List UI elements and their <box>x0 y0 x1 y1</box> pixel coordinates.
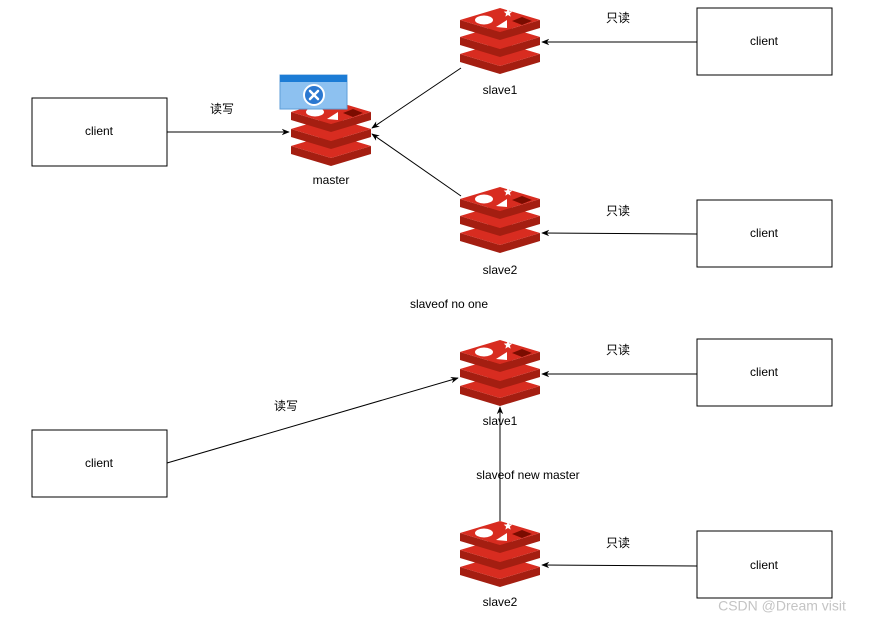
read-write-edge-label: 读写 <box>274 399 298 413</box>
watermark: CSDN @Dream visit <box>718 598 846 614</box>
transition-label: slaveof no one <box>410 297 488 311</box>
redis-icon <box>291 100 371 166</box>
read-only-edge <box>541 561 698 569</box>
read-only-edge-label: 只读 <box>606 536 630 550</box>
redis-icon <box>460 340 540 406</box>
slave2-label: slave2 <box>483 263 518 277</box>
client-label: client <box>750 226 779 240</box>
top-diagram: client 读写 master slave1 slave2 client 只读 <box>31 7 833 277</box>
close-icon <box>303 84 325 106</box>
client-box <box>31 97 168 167</box>
promotion-edge-label: slaveof new master <box>476 468 579 482</box>
client-box <box>31 429 168 498</box>
replication-edge-slave1 <box>371 67 462 129</box>
master-down-window-icon <box>279 74 348 110</box>
redis-icon <box>460 521 540 587</box>
master-label: master <box>313 173 350 187</box>
redis-icon <box>460 8 540 74</box>
read-only-edge <box>541 229 698 237</box>
client-box <box>696 530 833 599</box>
client-label: client <box>85 456 114 470</box>
bottom-diagram: slave1 client 读写 client 只读 slave2 slaveo… <box>31 338 833 609</box>
redis-icon <box>460 187 540 253</box>
client-label: client <box>750 365 779 379</box>
read-write-edge <box>166 376 459 464</box>
read-write-edge-label: 读写 <box>210 102 234 116</box>
read-only-edge-label: 只读 <box>606 204 630 218</box>
client-box <box>696 7 833 76</box>
client-label: client <box>85 124 114 138</box>
replication-edge-slave2 <box>371 133 462 197</box>
slave1-label: slave1 <box>483 83 518 97</box>
read-only-edge-label: 只读 <box>606 343 630 357</box>
client-box <box>696 338 833 407</box>
client-label: client <box>750 34 779 48</box>
read-only-edge-label: 只读 <box>606 11 630 25</box>
slave2-label: slave2 <box>483 595 518 609</box>
client-label: client <box>750 558 779 572</box>
